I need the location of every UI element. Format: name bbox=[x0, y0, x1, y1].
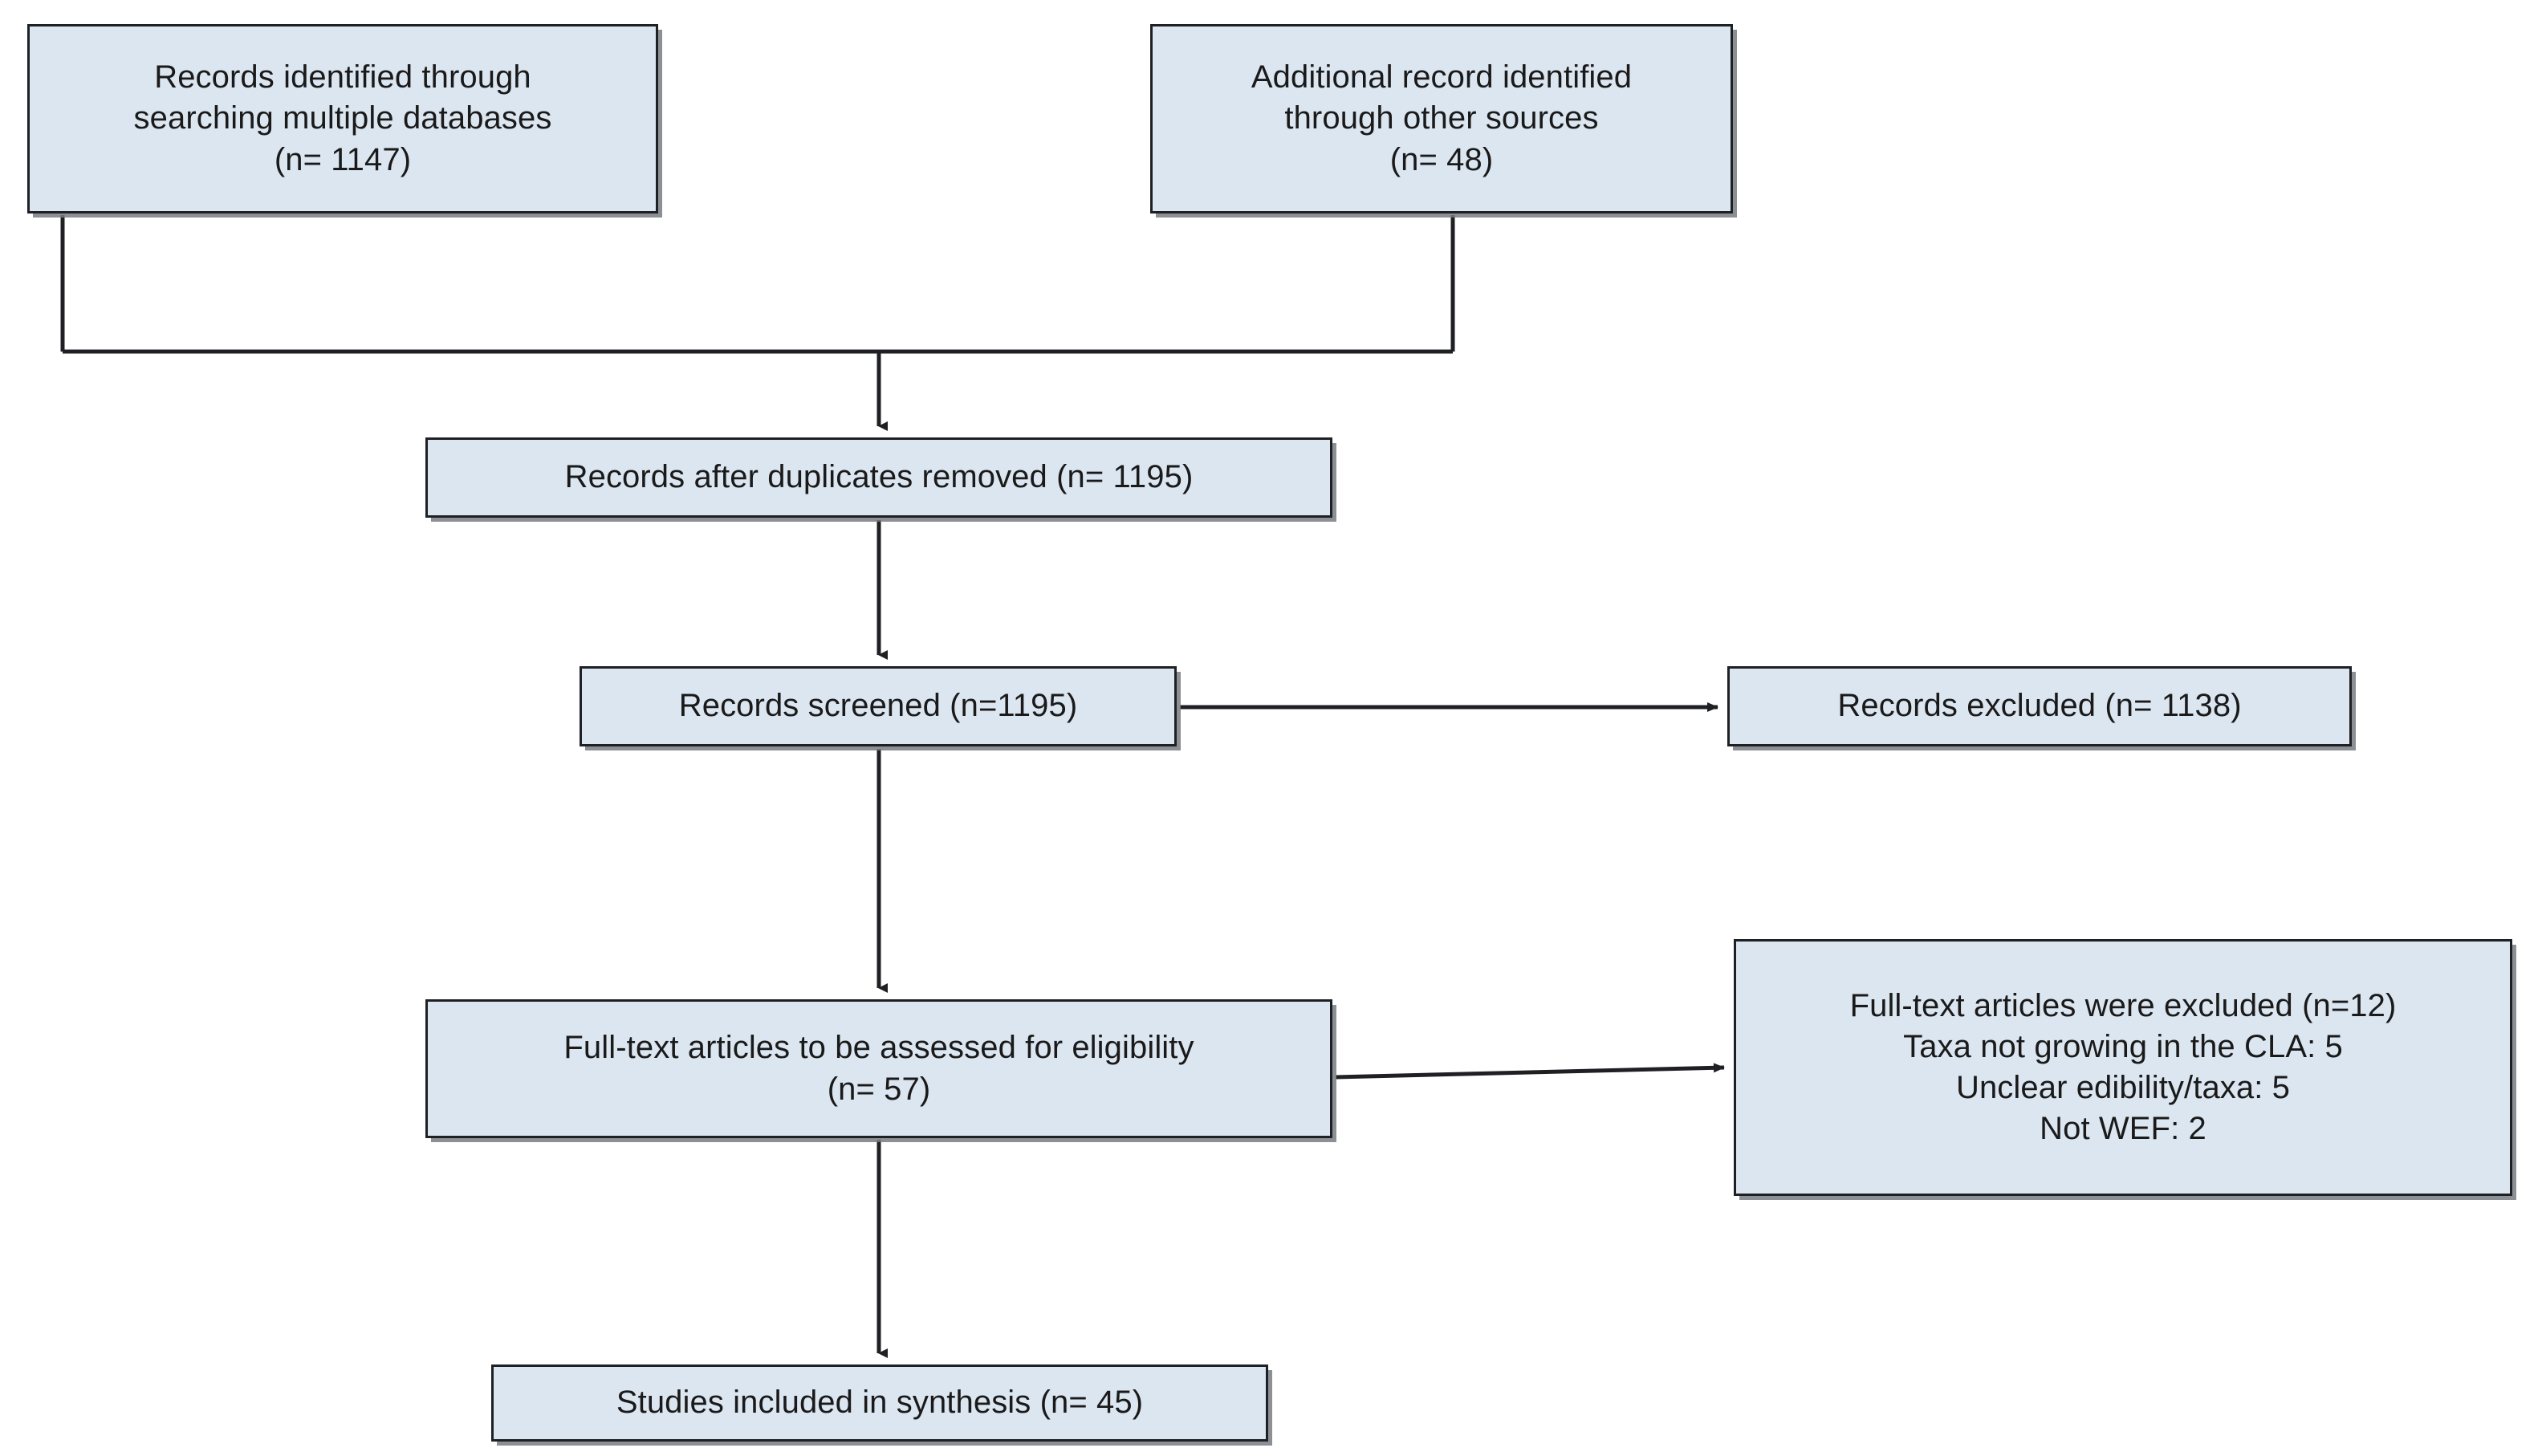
node-records-excluded: Records excluded (n= 1138) bbox=[1727, 666, 2352, 746]
node-text-line: Additional record identified bbox=[1251, 59, 1633, 96]
node-count: (n= 48) bbox=[1389, 141, 1494, 177]
node-additional-records: Additional record identified through oth… bbox=[1150, 24, 1733, 214]
node-count: (n= 1147) bbox=[274, 141, 412, 177]
node-records-screened: Records screened (n=1195) bbox=[580, 666, 1177, 746]
exclusion-reason: Not WEF: 2 bbox=[2040, 1111, 2206, 1147]
exclusion-reason: Taxa not growing in the CLA: 5 bbox=[1903, 1028, 2343, 1064]
exclusion-reason: Unclear edibility/taxa: 5 bbox=[1955, 1070, 2291, 1105]
node-records-after-duplicates-removed: Records after duplicates removed (n= 119… bbox=[425, 437, 1332, 518]
node-text-line: Studies included in synthesis (n= 45) bbox=[616, 1385, 1144, 1421]
node-text-line: searching multiple databases bbox=[133, 100, 552, 136]
node-text-line: Full-text articles were excluded (n=12) bbox=[1849, 987, 2397, 1023]
node-full-text-articles-excluded: Full-text articles were excluded (n=12) … bbox=[1734, 939, 2512, 1196]
node-studies-included-in-synthesis: Studies included in synthesis (n= 45) bbox=[491, 1364, 1268, 1442]
node-full-text-articles-assessed: Full-text articles to be assessed for el… bbox=[425, 999, 1332, 1138]
node-text-line: Records screened (n=1195) bbox=[678, 688, 1078, 724]
node-text-line: Records after duplicates removed (n= 119… bbox=[564, 459, 1194, 495]
node-text-line: Records identified through bbox=[154, 59, 531, 96]
edge-fulltext-to-fulltext-excluded bbox=[1335, 1063, 1725, 1080]
node-text-line: through other sources bbox=[1284, 100, 1599, 136]
node-records-identified: Records identified through searching mul… bbox=[27, 24, 658, 214]
node-text-line: Records excluded (n= 1138) bbox=[1837, 688, 2242, 724]
node-count: (n= 57) bbox=[827, 1071, 931, 1107]
node-text-line: Full-text articles to be assessed for el… bbox=[563, 1030, 1194, 1066]
